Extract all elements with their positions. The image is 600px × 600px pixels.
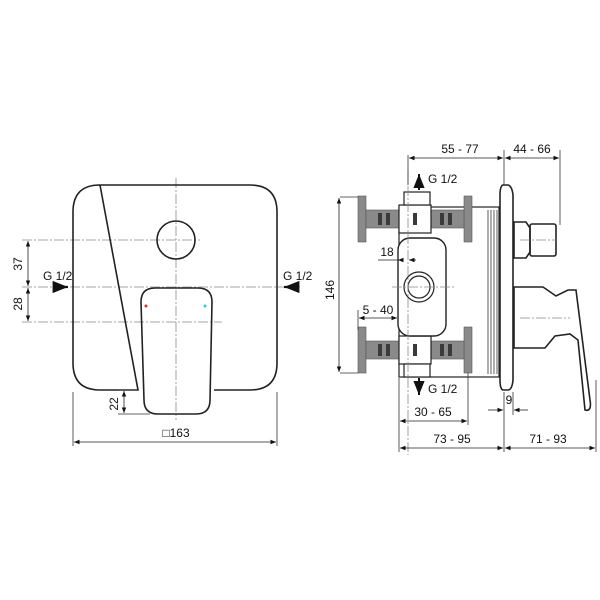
flange-bottom-left (357, 326, 367, 374)
cold-indicator (203, 304, 207, 308)
rod-bottom-left (365, 340, 402, 360)
lever-side (513, 286, 592, 412)
inlet-right-label: G 1/2 (283, 269, 313, 283)
flange-top-left (357, 195, 367, 243)
dim-9-label: 9 (506, 393, 513, 407)
flange-top-right (463, 195, 473, 243)
thread-rings (487, 210, 498, 374)
lever-handle (140, 287, 213, 415)
side-view: 146 55 - 77 44 - 66 G 1/2 G 1/2 18 5 - 4… (323, 142, 597, 455)
dim-71-93-label: 71 - 93 (529, 432, 567, 446)
flange-bottom-right (463, 326, 473, 374)
front-view: 37 28 G 1/2 G 1/2 22 □163 (11, 178, 313, 446)
nut-bottom (403, 363, 431, 378)
dim-146-label: 146 (323, 280, 337, 300)
dim-44-66-label: 44 - 66 (513, 142, 551, 156)
dim-28-label: 28 (11, 297, 25, 311)
dim-73-95-label: 73 - 95 (433, 432, 471, 446)
hot-indicator (144, 304, 148, 308)
dim-22-label: 22 (107, 397, 121, 411)
rod-bottom-right (429, 340, 465, 360)
wall-plate (499, 184, 514, 391)
dim-18-label: 18 (380, 245, 394, 259)
dim-37-label: 37 (11, 257, 25, 271)
inlet-left-label: G 1/2 (43, 269, 73, 283)
dim-30-65-label: 30 - 65 (414, 405, 452, 419)
dim-5-40-label: 5 - 40 (363, 303, 394, 317)
cover-plate (72, 184, 278, 391)
outlet-top-label: G 1/2 (428, 172, 458, 186)
outlet-bottom-label: G 1/2 (428, 382, 458, 396)
dim-163-label: □163 (162, 426, 190, 440)
nut-top (403, 191, 431, 206)
diverter-knob (156, 220, 196, 260)
rod-top-right (429, 209, 465, 229)
dim-55-77-label: 55 - 77 (441, 142, 479, 156)
rod-top-left (365, 209, 402, 229)
